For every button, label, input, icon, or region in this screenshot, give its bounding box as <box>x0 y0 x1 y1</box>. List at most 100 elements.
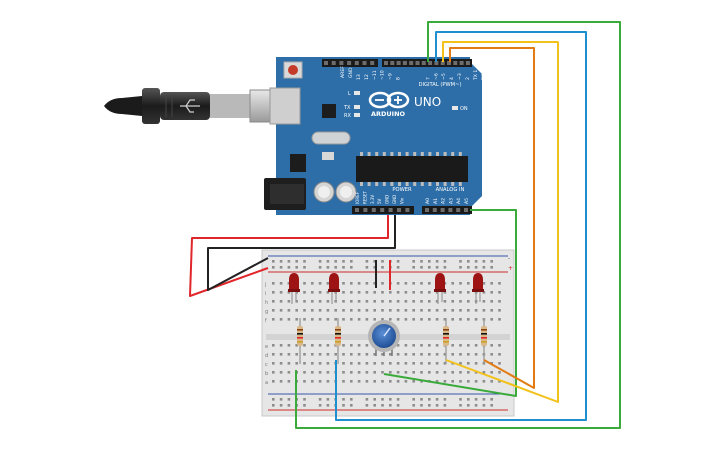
hole <box>272 353 275 356</box>
ic-pin <box>382 182 386 186</box>
usb-cable[interactable] <box>104 88 279 124</box>
header-pin[interactable] <box>380 208 385 212</box>
header-pin[interactable] <box>456 208 461 212</box>
hole <box>396 282 400 285</box>
ic-pin <box>420 182 424 186</box>
header-pin[interactable] <box>339 61 344 65</box>
digital-pin-label: ~3 <box>457 73 463 80</box>
hole <box>396 371 400 374</box>
header-pin[interactable] <box>465 61 470 65</box>
header-pin[interactable] <box>363 208 368 212</box>
power-jack[interactable] <box>264 178 306 210</box>
led[interactable] <box>288 273 300 304</box>
wire-d5-blue[interactable] <box>335 31 587 421</box>
wire-d6-green[interactable] <box>295 21 621 429</box>
ic-pin <box>420 152 424 156</box>
header-pin[interactable] <box>432 208 437 212</box>
header-pin[interactable] <box>464 208 468 212</box>
header-pin[interactable] <box>388 208 393 212</box>
header-pin[interactable] <box>354 61 359 65</box>
ic-pin <box>367 152 371 156</box>
wire-d2-orange[interactable] <box>449 47 535 389</box>
header-pin[interactable] <box>370 61 375 65</box>
ic-pin <box>398 152 401 156</box>
header-pin[interactable] <box>331 61 336 65</box>
hole <box>443 380 447 383</box>
led[interactable] <box>328 273 340 304</box>
hole <box>396 380 400 383</box>
header-pin[interactable] <box>428 61 433 65</box>
potentiometer[interactable] <box>368 320 400 356</box>
hole <box>357 344 361 347</box>
led[interactable] <box>472 273 484 304</box>
header-pin[interactable] <box>459 61 464 65</box>
resistor[interactable] <box>335 318 341 364</box>
wire-gnd-black[interactable] <box>207 215 396 291</box>
rail-hole <box>428 398 431 401</box>
ic-pin <box>451 152 455 156</box>
hole <box>389 291 392 294</box>
header-pin[interactable] <box>434 61 439 65</box>
hole <box>498 282 501 285</box>
hole <box>342 309 345 312</box>
ic-pin <box>375 182 379 186</box>
hole <box>295 344 298 347</box>
header-pin[interactable] <box>362 61 367 65</box>
header-pin[interactable] <box>405 208 410 212</box>
resistor[interactable] <box>481 318 487 364</box>
hole <box>443 353 447 356</box>
header-pin[interactable] <box>324 61 328 65</box>
rail-hole <box>350 404 353 407</box>
header-pin[interactable] <box>425 208 429 212</box>
header-pin[interactable] <box>355 208 359 212</box>
wire-d3-yellow[interactable] <box>442 41 559 403</box>
reset-button[interactable] <box>283 61 303 79</box>
hole <box>279 291 283 294</box>
rail-hole <box>396 398 400 401</box>
wire-a5-green[interactable] <box>383 209 517 397</box>
header-pin[interactable] <box>415 61 420 65</box>
hole <box>357 371 361 374</box>
resistor[interactable] <box>443 318 449 364</box>
digital-header[interactable] <box>322 59 472 67</box>
hole <box>326 353 330 356</box>
header-pin[interactable] <box>448 208 453 212</box>
rail-hole <box>318 398 322 401</box>
hole <box>474 344 478 347</box>
hole <box>482 309 486 312</box>
hole <box>357 380 361 383</box>
hole <box>412 362 415 365</box>
hole <box>467 362 470 365</box>
header-pin[interactable] <box>409 61 414 65</box>
header-pin[interactable] <box>384 61 388 65</box>
rail-hole <box>428 260 431 263</box>
header-pin[interactable] <box>347 61 352 65</box>
resistor[interactable] <box>297 318 303 364</box>
header-pin[interactable] <box>390 61 395 65</box>
header-pin[interactable] <box>397 208 401 212</box>
hole <box>412 291 415 294</box>
hole <box>279 282 283 285</box>
header-pin[interactable] <box>440 208 445 212</box>
header-pin[interactable] <box>447 61 451 65</box>
header-pin[interactable] <box>402 61 407 65</box>
header-pin[interactable] <box>371 208 376 212</box>
power-header[interactable] <box>352 206 414 214</box>
arduino-board[interactable]: ARDUINO UNO L TX RX ON DIGITAL (PWM~) 13… <box>264 57 487 215</box>
hole <box>412 309 415 312</box>
rail-hole <box>420 266 423 269</box>
header-pin[interactable] <box>421 61 426 65</box>
hole <box>451 282 454 285</box>
analog-header[interactable] <box>422 206 472 214</box>
header-pin[interactable] <box>453 61 458 65</box>
header-pin[interactable] <box>396 61 401 65</box>
hole <box>420 344 423 347</box>
header-pin[interactable] <box>440 61 445 65</box>
ic-pin <box>451 182 455 186</box>
rail-hole <box>279 404 283 407</box>
hole <box>443 300 447 303</box>
led[interactable] <box>434 273 446 304</box>
rail-hole <box>326 260 330 263</box>
model-label: UNO <box>414 95 441 109</box>
